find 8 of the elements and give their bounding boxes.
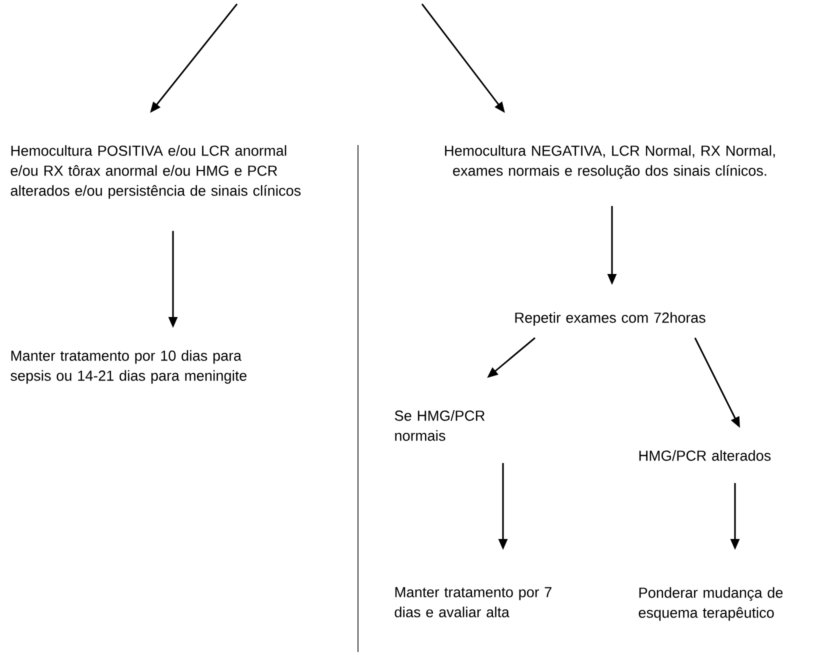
text-label: Repetir exames com 72horas: [515, 312, 706, 326]
text-label: Ponderar mudança de esquema terapêutico: [638, 587, 783, 621]
text-label: Hemocultura POSITIVA e/ou LCR anormal e/ou RX tôrax anormal e/ou HMG e PCR alterados e/ou persistência de sinais clínicos: [10, 145, 301, 199]
text-label: Manter tratamento por 7 dias e avaliar alta: [394, 587, 552, 618]
text-label: Manter tratamento por 10 dias para sepsis ou 14-21 dias para meningite: [10, 350, 246, 384]
text-label: HMG/PCR alterados: [639, 450, 771, 461]
text-label: Se HMG/PCR normais: [394, 410, 485, 441]
text-label: Hemocultura NEGATIVA, LCR Normal, RX Normal, exames normais e resolução dos sinais clínicos.: [445, 145, 775, 179]
